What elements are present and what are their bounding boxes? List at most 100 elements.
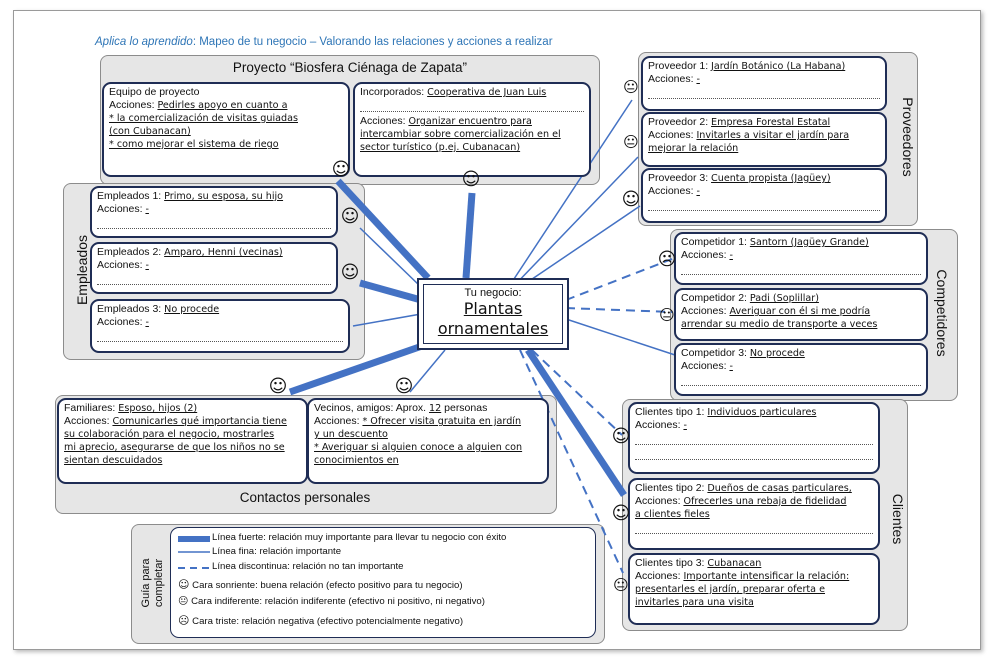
cli1-blank-line-1 (635, 432, 873, 445)
emp3-label: Empleados 3: (97, 303, 162, 315)
incorporados-l1: Organizar encuentro para (408, 116, 532, 127)
line-prov1 (509, 99, 633, 286)
vecinos-label: Vecinos, amigos: (314, 402, 394, 414)
line-prov2 (509, 156, 639, 291)
vecinos-value-num: 12 (429, 403, 442, 414)
legend-neutral-text: Cara indiferente: relación indiferente (… (191, 596, 485, 607)
cli1-label: Clientes tipo 1: (635, 406, 705, 418)
emp1-value: Primo, su esposa, su hijo (164, 191, 284, 202)
legend-sad-text: Cara triste: relación negativa (efectivo… (192, 616, 464, 627)
line-familiares (288, 341, 427, 396)
cli2-value: Dueños de casas particulares, (707, 483, 852, 494)
comp2-l2: arrendar su medio de transporte a veces (681, 319, 878, 330)
comp3-acc: - (729, 361, 733, 372)
incorporados-label: Incorporados: (360, 86, 425, 98)
cli1-acc-label: Acciones: (635, 419, 681, 431)
prov1-blank-line (648, 86, 880, 99)
cli2-label: Clientes tipo 2: (635, 482, 705, 494)
cli3-value: Cubanacan (707, 558, 762, 569)
line-cli2 (525, 348, 627, 497)
comp2-l1: Averiguar con él si me podría (729, 306, 871, 317)
familiares-l4: sientan descuidados (64, 455, 163, 466)
card-familiares: Familiares: Esposo, hijos (2) Acciones: … (57, 398, 308, 484)
familiares-acc-label: Acciones: (64, 415, 110, 427)
vecinos-l3: * Averiguar si alguien conoce a alguien … (314, 442, 523, 453)
incorporados-l2: intercambiar sobre comercialización en e… (360, 129, 561, 140)
emp2-acc-label: Acciones: (97, 259, 143, 271)
center-name-line1: Plantas (463, 299, 523, 318)
comp1-acc: - (729, 250, 733, 261)
prov2-value: Empresa Forestal Estatal (711, 117, 831, 128)
line-vecinos (409, 349, 446, 393)
card-proveedor-1: Proveedor 1: Jardín Botánico (La Habana)… (641, 56, 887, 111)
emp2-value: Amparo, Henni (vecinas) (164, 247, 283, 258)
familiares-l3: mi aprecio, asegurarse de que los niños … (64, 442, 285, 453)
group-proyecto-label: Proyecto “Biosfera Ciénaga de Zapata” (232, 60, 468, 75)
vecinos-value-suffix: personas (441, 402, 488, 414)
comp2-value: Padi (Soplillar) (749, 293, 819, 304)
comp1-label: Competidor 1: (681, 236, 747, 248)
line-comp2 (565, 307, 673, 313)
card-competidor-1: Competidor 1: Santorn (Jagüey Grande) Ac… (674, 232, 928, 285)
emp1-blank-line (97, 216, 331, 229)
emp3-acc: - (145, 317, 149, 328)
cli2-blank-line (635, 521, 873, 534)
prov2-l2: mejorar la relación (648, 143, 739, 154)
equipo-acc-label: Acciones: (109, 99, 155, 111)
vecinos-l4: conocimientos en (314, 455, 399, 466)
center-box: Tu negocio: Plantas ornamentales (417, 278, 569, 350)
center-label: Tu negocio: (464, 287, 522, 299)
card-empleados-3: Empleados 3: No procede Acciones: - (90, 299, 350, 353)
incorporados-l3: sector turístico (p.ej. Cubanacan) (360, 142, 521, 153)
line-comp3 (565, 318, 676, 356)
prov1-value: Jardín Botánico (La Habana) (711, 61, 846, 72)
smile-face-icon: ☺ (611, 503, 631, 524)
card-competidor-2: Competidor 2: Padi (Soplillar) Acciones:… (674, 288, 928, 341)
familiares-l2: su colaboración para el negocio, mostrar… (64, 429, 275, 440)
equipo-title: Equipo de proyecto (109, 86, 200, 98)
familiares-value: Esposo, hijos (2) (118, 403, 198, 414)
header-prefix: Aplica lo aprendido (95, 36, 193, 48)
smile-face-icon: ☺ (340, 206, 360, 227)
legend-strong-text: Línea fuerte: relación muy importante pa… (212, 532, 507, 543)
legend-smile-text: Cara sonriente: buena relación (efecto p… (192, 580, 463, 591)
card-equipo-proyecto: Equipo de proyecto Acciones: Pedirles ap… (102, 82, 350, 177)
comp3-acc-label: Acciones: (681, 360, 727, 372)
comp1-blank-line (681, 262, 921, 275)
line-equipo (335, 178, 431, 281)
card-proveedor-3: Proveedor 3: Cuenta propista (Jagüey) Ac… (641, 168, 887, 223)
smile-face-icon: ☺ (394, 376, 414, 397)
line-cli3 (519, 349, 624, 574)
card-clientes-2: Clientes tipo 2: Dueños de casas particu… (628, 478, 880, 550)
prov3-acc-label: Acciones: (648, 185, 694, 197)
page-header: Aplica lo aprendido: Mapeo de tu negocio… (95, 36, 553, 48)
equipo-l1: Pedirles apoyo en cuanto a (157, 100, 288, 111)
comp1-acc-label: Acciones: (681, 249, 727, 261)
legend-box (170, 527, 596, 638)
line-incorporados (462, 192, 476, 279)
emp1-label: Empleados 1: (97, 190, 162, 202)
equipo-l4: * como mejorar el sistema de riego (109, 139, 279, 150)
emp2-label: Empleados 2: (97, 246, 162, 258)
prov2-acc-label: Acciones: (648, 129, 694, 141)
line-emp2 (359, 279, 422, 304)
cli2-l1: Ofrecerles una rebaja de fidelidad (683, 496, 847, 507)
comp2-acc-label: Acciones: (681, 305, 727, 317)
emp1-acc: - (145, 204, 149, 215)
neutral-face-icon: 😐 (659, 306, 675, 324)
equipo-l3: (con Cubanacan) (109, 126, 191, 137)
card-clientes-3: Clientes tipo 3: Cubanacan Acciones: Imp… (628, 553, 880, 625)
smile-face-icon: ☺ (621, 189, 641, 210)
emp3-blank-line (97, 329, 343, 342)
cli3-l3: invitarles para una visita (635, 597, 754, 608)
smile-face-icon: ☺ (331, 159, 351, 180)
smile-face-icon: ☺ (268, 376, 288, 397)
emp2-acc: - (145, 260, 149, 271)
cli2-acc-label: Acciones: (635, 495, 681, 507)
prov1-label: Proveedor 1: (648, 60, 709, 72)
neutral-face-icon: 😐 (623, 78, 639, 96)
legend-smile-row: ☺ Cara sonriente: buena relación (efecto… (178, 578, 463, 591)
smile-face-icon: ☺ (461, 169, 481, 190)
cli2-l2: a clientes fieles (635, 509, 710, 520)
